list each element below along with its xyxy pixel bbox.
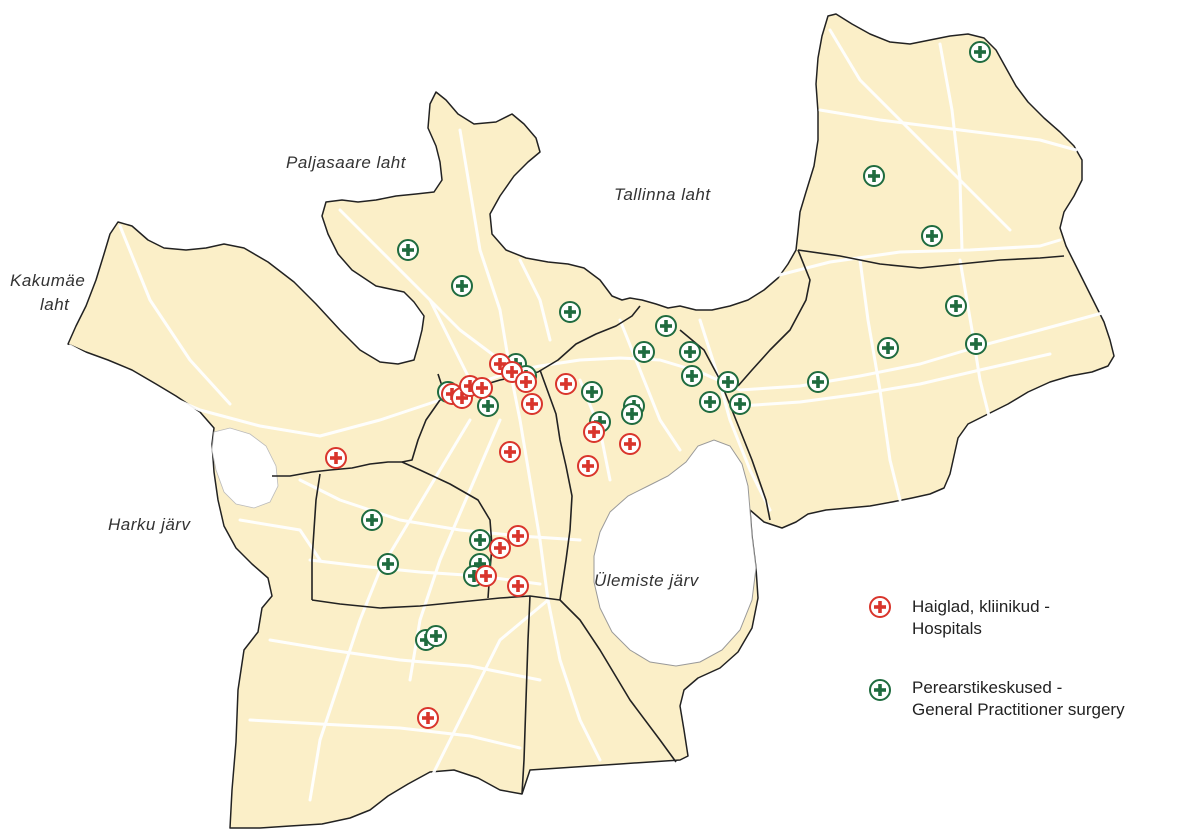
gp-10-marker [877,337,899,359]
gp-4-marker [397,239,419,261]
gp-32-marker [425,625,447,647]
label-kakumae-laht-line2: laht [40,295,70,314]
district-borders [272,249,1065,795]
label-kakumae-laht-line1: Kakumäe [10,271,85,290]
gp-28-marker [469,529,491,551]
hospital-1-marker [325,447,347,469]
hospital-11-marker [583,421,605,443]
gp-7-marker [655,315,677,337]
gp-2-marker [863,165,885,187]
gp-6-marker [559,301,581,323]
hospital-14-marker [577,455,599,477]
label-tallinna-laht: Tallinna laht [614,185,711,204]
hospital-15-marker [507,525,529,547]
gp-13-marker [807,371,829,393]
gp-20-marker [581,381,603,403]
gp-8-marker [633,341,655,363]
hospital-9-marker [521,393,543,415]
gp-19-marker [729,393,751,415]
gp-3-marker [921,225,943,247]
gp-26-marker [361,509,383,531]
hospital-13-marker [499,441,521,463]
hospital-17-marker [475,565,497,587]
hospital-19-marker [417,707,439,729]
hospital-10-marker [555,373,577,395]
gp-27-marker [377,553,399,575]
label-paljasaare-laht: Paljasaare laht [286,153,407,172]
legend-gp-label-line2: General Practitioner surgery [912,700,1125,719]
label-harku-jarv: Harku järv [108,515,191,534]
gp-16-marker [681,365,703,387]
marker-layer [325,41,991,729]
label-ulemiste-jarv: Ülemiste järv [594,571,700,590]
gp-1-marker [969,41,991,63]
legend-gp-icon [869,679,891,701]
harku-lake [211,427,279,509]
hospital-5-marker [471,377,493,399]
gp-12-marker [965,333,987,355]
legend: Haiglad, kliinikud - Hospitals Perearsti… [869,596,1125,719]
gp-22-marker [621,403,643,425]
hospital-12-marker [619,433,641,455]
hospital-8-marker [515,371,537,393]
legend-hospital-icon [869,596,891,618]
legend-hospital-label-line1: Haiglad, kliinikud - [912,597,1050,616]
hospital-16-marker [489,537,511,559]
gp-18-marker [699,391,721,413]
ulemiste-lake [593,439,757,667]
gp-17-marker [717,371,739,393]
gp-5-marker [451,275,473,297]
legend-gp-label-line1: Perearstikeskused - [912,678,1062,697]
gp-24-marker [477,395,499,417]
hospital-18-marker [507,575,529,597]
legend-hospital-label-line2: Hospitals [912,619,982,638]
gp-11-marker [945,295,967,317]
gp-9-marker [679,341,701,363]
